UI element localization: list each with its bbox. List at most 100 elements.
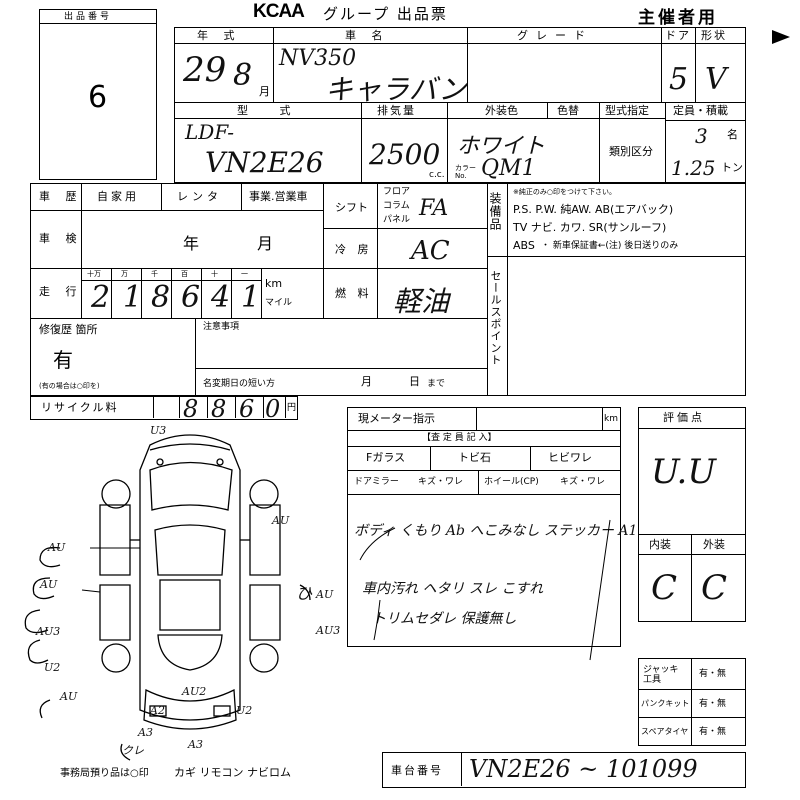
chassis-value: VN2E26 ~ 101099 <box>469 755 698 783</box>
displacement-value: 2500 <box>369 138 441 171</box>
model-name-label: 車 名 <box>345 29 389 42</box>
brand-logo: KCAA <box>253 1 305 22</box>
rating-label: 評価点 <box>663 411 705 424</box>
displacement-label: 排気量 <box>377 104 416 117</box>
damage-mark: A3 <box>188 738 203 751</box>
damage-mark: AU <box>272 514 290 527</box>
puncture-label: パンクキット <box>641 699 690 708</box>
f-glass-label: Fガラス <box>366 451 406 464</box>
change-until-label: まで <box>427 379 446 389</box>
color-label: 外装色 <box>485 104 518 117</box>
tools-box: ジャッキ 工具 有・無 パンクキット 有・無 スペアタイヤ 有・無 <box>638 658 746 746</box>
ac-label: 冷 房 <box>335 243 373 256</box>
recycle-digit: 6 <box>239 395 255 423</box>
displacement-unit: c.c. <box>429 170 445 180</box>
jack-label: ジャッキ 工具 <box>643 665 679 685</box>
digit-header: 百 <box>181 270 188 278</box>
features-line3: ・ 新車保証書←(注) 後日送りのみ <box>541 241 679 251</box>
mileage-digit: 1 <box>241 280 261 315</box>
capacity-persons-unit: 名 <box>727 128 738 141</box>
model-name-line2: キャラバン <box>325 73 467 106</box>
jack-have-none: 有・無 <box>699 669 727 679</box>
history-option-rental: レンタ <box>177 190 222 203</box>
year-label: 年 式 <box>197 29 241 42</box>
digit-header: 千 <box>151 270 158 278</box>
mileage-digit: 1 <box>123 280 143 315</box>
spare-label: スペアタイヤ <box>641 727 689 736</box>
damage-mark: AU <box>60 690 78 703</box>
inspection-year-unit: 年 <box>183 234 200 253</box>
mirror-label: ドアミラー <box>354 477 399 487</box>
shape-value: V <box>705 62 727 97</box>
color-no-value: QM1 <box>481 156 536 181</box>
spare-have-none: 有・無 <box>699 727 727 737</box>
repair-note: (有の場合は○印を) <box>39 382 100 390</box>
digit-header: 十 <box>211 270 218 278</box>
km-label: km <box>265 277 283 290</box>
grade-label: グレード <box>517 29 593 42</box>
capacity-persons-value: 3 <box>695 124 708 148</box>
mileage-digit: 4 <box>211 280 231 315</box>
type-label: 型 式 <box>237 104 305 117</box>
recycle-digit: 8 <box>211 395 227 423</box>
damage-mark: U3 <box>150 424 167 437</box>
shift-option-floor: フロア <box>383 187 411 197</box>
interior-label: 内装 <box>649 538 671 551</box>
mileage-digit: 8 <box>151 280 171 315</box>
mileage-digit: 2 <box>91 280 111 315</box>
features-label: 装備品 <box>488 192 502 231</box>
sales-point-label: セールスポイント <box>489 270 502 366</box>
digit-header: 万 <box>121 270 128 278</box>
inspection-label: 車 検 <box>39 232 83 245</box>
organizer-label: 主催者用 <box>638 8 718 28</box>
exterior-label: 外装 <box>703 538 725 551</box>
recycle-unit: 円 <box>287 403 297 413</box>
rating-box: 評価点 U.U 内装 外装 C C <box>638 407 746 622</box>
model-name-line1: NV350 <box>279 46 357 71</box>
type-line2: VN2E26 <box>205 146 324 179</box>
damage-mark: AU3 <box>316 624 341 637</box>
inspector-box: 現メーター指示 km 【査 定 員 記 入】 Fガラス トビ石 ヒビワレ ドアミ… <box>347 407 637 647</box>
puncture-have-none: 有・無 <box>699 699 727 709</box>
remark-line1: ボディ くもり Ab へこみなし ステッカー A1 <box>354 523 638 539</box>
document-title: グループ 出品票 <box>323 5 448 23</box>
color-no-label: カラー No. <box>455 164 476 180</box>
damage-mark: AU <box>48 541 66 554</box>
office-items: カギ リモコン ナビロム <box>174 766 291 779</box>
capacity-load-value: 1.25 <box>671 156 716 180</box>
damage-mark: U2 <box>44 661 61 674</box>
repair-label: 修復歴 箇所 <box>39 323 98 336</box>
damage-mark: U2 <box>236 704 253 717</box>
vehicle-info-table: 年 式 車 名 グレード ドア 形状 29 8 月 NV350 キャラバン 5 … <box>174 27 746 183</box>
recycle-digit: 8 <box>183 395 199 423</box>
interior-value: C <box>651 568 678 608</box>
features-note: ※純正のみ○印をつけて下さい。 <box>513 188 616 196</box>
corner-mark <box>772 30 790 44</box>
remark-initial: ひ <box>296 584 313 603</box>
damage-mark: AU3 <box>36 625 61 638</box>
ac-value: AC <box>411 236 450 266</box>
mirror-options: キズ・ワレ <box>418 477 464 487</box>
shift-value: FA <box>419 196 449 221</box>
digit-header: 十万 <box>87 270 101 278</box>
chassis-label: 車台番号 <box>391 764 443 777</box>
month-value: 8 <box>233 58 253 93</box>
damage-mark: A3 <box>138 726 153 739</box>
features-abs: ABS <box>513 239 535 252</box>
recycle-label: リサイクル料 <box>41 401 119 414</box>
inspector-header: 【査 定 員 記 入】 <box>422 433 497 443</box>
capacity-label: 定員・積載 <box>673 104 728 117</box>
mileage-digit: 6 <box>181 280 201 315</box>
document-header: KCAA グループ 出品票 <box>245 0 665 24</box>
shift-option-column: コラム <box>383 201 410 211</box>
repair-value: 有 <box>53 348 73 372</box>
damage-mark: クレ <box>122 744 144 757</box>
features-line1: P.S. P.W. 純AW. AB(エアバック) <box>513 203 674 216</box>
meter-unit: km <box>604 414 618 424</box>
chassis-number-box: 車台番号 VN2E26 ~ 101099 <box>382 752 746 788</box>
month-unit-label: 月 <box>259 85 270 98</box>
lot-number-box: 出品番号 6 <box>39 9 157 180</box>
change-day-unit: 日 <box>409 375 420 388</box>
recycle-digit: 0 <box>265 395 281 423</box>
fuel-value: 軽油 <box>393 285 450 318</box>
